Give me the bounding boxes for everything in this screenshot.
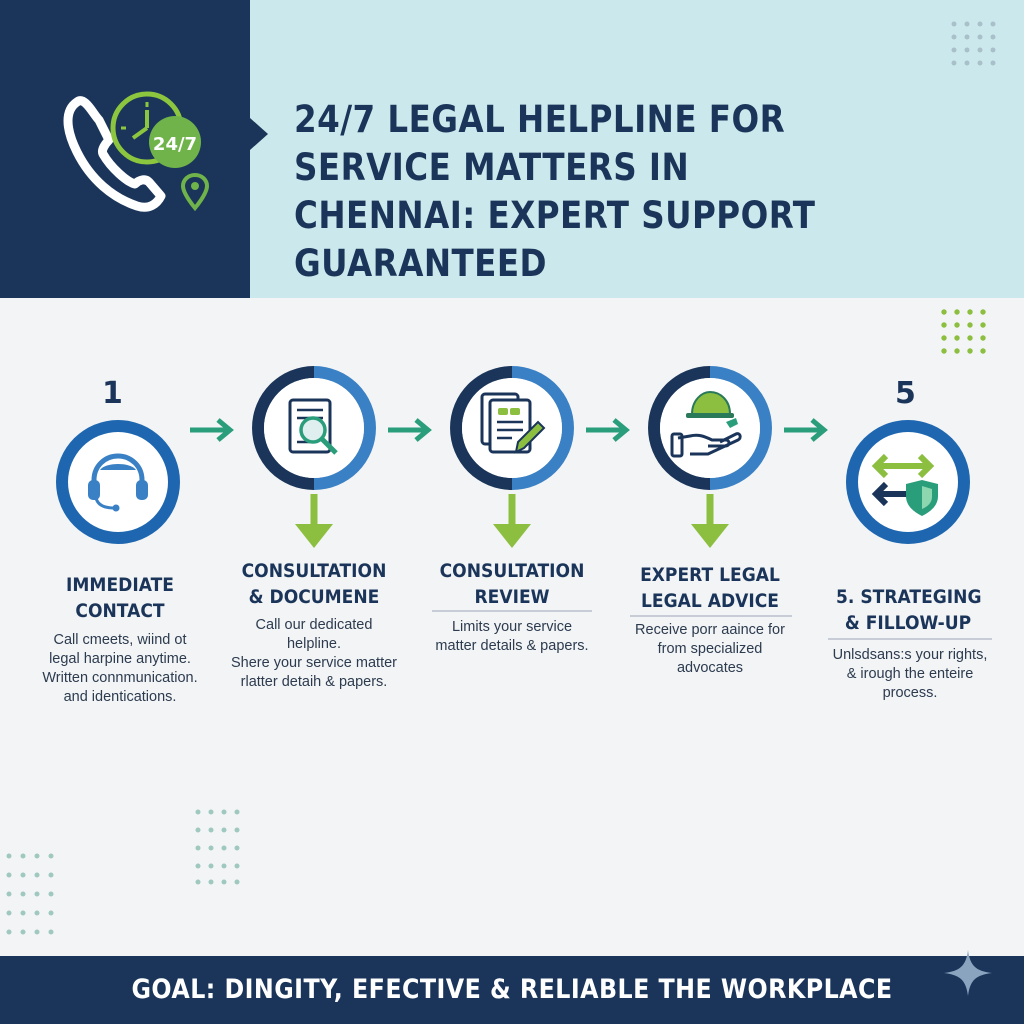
header-icon-panel: [0, 0, 250, 298]
step-3-desc-line: Limits your service: [451, 619, 573, 635]
page-title: 24/7 LEGAL HELPLINE FOR SERVICE MATTERS …: [294, 98, 816, 285]
flow-arrow-icon: [784, 418, 828, 442]
flow-arrow-icon: [586, 418, 630, 442]
down-arrow-icon: [691, 494, 729, 548]
step-5-title-line1: 5. STRATEGING: [836, 586, 982, 608]
dot-grid-decoration: [195, 809, 240, 885]
step-1-title-line1: IMMEDIATE: [66, 574, 174, 596]
step-1-desc-line: legal harpine anytime.: [49, 651, 191, 667]
flow-arrow-icon: [388, 418, 432, 442]
dot-grid-decoration: [941, 309, 986, 354]
arrows-shield-icon: [871, 453, 938, 516]
step-5-desc-line: & irough the enteire: [846, 666, 974, 682]
document-search-icon: [288, 398, 338, 455]
helmet-hand-icon: [670, 390, 742, 458]
dot-grid-decoration: [951, 21, 996, 66]
step-1-ring: [56, 420, 180, 544]
step-5-title-line2: & FILLOW-UP: [844, 612, 972, 634]
step-2-title-line1: CONSULTATION: [241, 560, 387, 582]
step-4-desc-line: advocates: [676, 660, 744, 676]
document-edit-icon: [480, 392, 546, 454]
step-number: 5: [895, 376, 916, 411]
step-number: 1: [102, 376, 123, 411]
phone-clock-icon: 24/7: [63, 91, 210, 212]
step-1-desc-line: Call cmeets, wiind ot: [53, 632, 187, 648]
step-2-desc-line: helpline.: [286, 636, 341, 652]
headset-icon: [88, 453, 148, 512]
header-pointer: [250, 118, 268, 150]
step-1-desc-line: Written connmunication.: [42, 670, 198, 686]
footer-goal-text: GOAL: DINGITY, EFECTIVE & RELIABLE THE W…: [131, 974, 893, 1005]
step-5-ring: [846, 420, 970, 544]
badge-24-7: 24/7: [153, 134, 197, 155]
step-5-desc-line: process.: [882, 685, 938, 701]
step-3-title-line2: REVIEW: [474, 586, 550, 608]
footer-banner: GOAL: DINGITY, EFECTIVE & RELIABLE THE W…: [0, 956, 1024, 1024]
step-5-desc-line: Unlsdsans:s your rights,: [832, 647, 988, 663]
step-2-ring: [252, 366, 376, 490]
step-4-title-line2: LEGAL ADVICE: [641, 590, 779, 612]
header-title-panel: [250, 0, 1024, 298]
step-1-title-line2: CONTACT: [75, 600, 165, 622]
step-3-title-line1: CONSULTATION: [439, 560, 585, 582]
down-arrow-icon: [295, 494, 333, 548]
step-2-title-line2: & DOCUMENE: [248, 586, 380, 608]
step-2-desc-line: Shere your service matter: [230, 655, 397, 671]
step-2-desc-line: rlatter detaih & papers.: [240, 674, 388, 690]
flow-arrow-icon: [190, 418, 234, 442]
divider: [432, 610, 592, 612]
step-3-desc-line: matter details & papers.: [435, 638, 589, 654]
header-banner: 24/7 24/7 LEGAL HELPLINE FOR SERVICE MAT…: [0, 0, 1024, 298]
divider: [630, 615, 792, 617]
step-4-desc-line: Receive porr aaince for: [635, 622, 785, 638]
step-2-desc-line: Call our dedicated: [255, 617, 373, 633]
divider: [828, 638, 992, 640]
down-arrow-icon: [493, 494, 531, 548]
step-4-title-line1: EXPERT LEGAL: [640, 564, 780, 586]
step-4-ring: [648, 366, 772, 490]
step-3-ring: [450, 366, 574, 490]
step-1-desc-line: and identications.: [63, 689, 177, 705]
sparkle-icon: [944, 950, 992, 996]
dot-grid-decoration: [6, 853, 54, 935]
step-4-desc-line: from specialized: [657, 641, 763, 657]
